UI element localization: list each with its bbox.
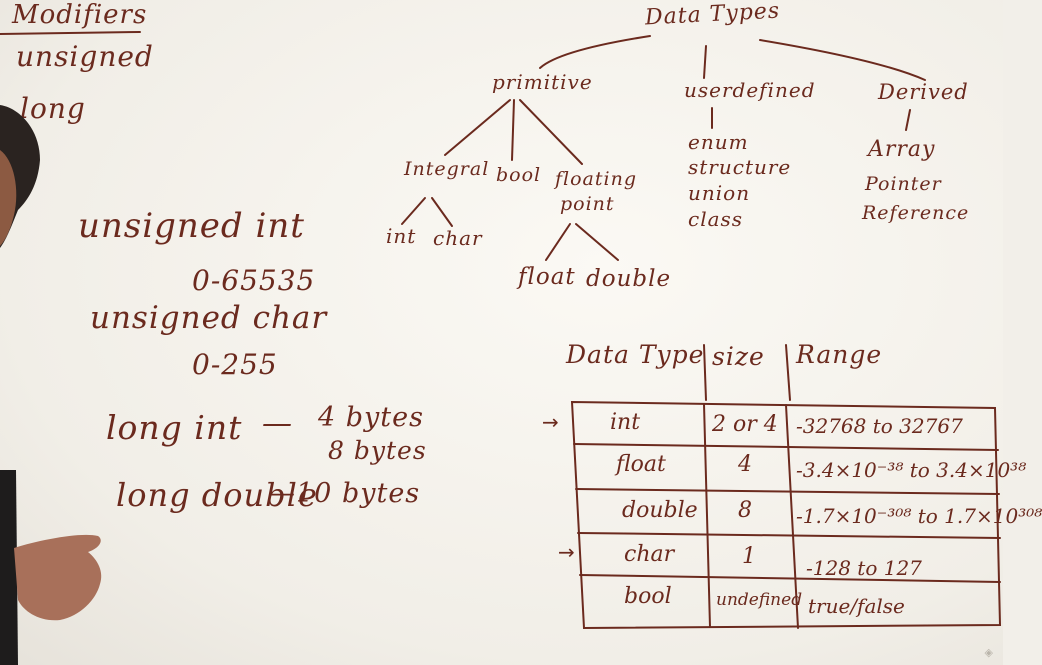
table-cell-size: 4 <box>738 452 752 477</box>
table-header-datatype: Data Type <box>566 340 705 369</box>
note-unsigned-char: unsigned char <box>90 300 328 336</box>
note-long-int-size-a: 4 bytes <box>318 402 424 433</box>
presenter-figure <box>0 105 102 665</box>
primitive-to-floating-line <box>519 99 583 165</box>
row-arrow-icon: → <box>542 410 559 434</box>
table-header-range: Range <box>796 340 883 369</box>
table-cell-size: 8 <box>738 498 752 523</box>
note-unsigned-int-range: 0-65535 <box>192 264 316 297</box>
modifiers-underline <box>0 31 141 35</box>
tree-floating-label: floating <box>555 168 637 190</box>
table-header-size: size <box>712 342 765 371</box>
note-long-double-size: —10 bytes <box>268 478 421 509</box>
root-to-userdefined-line <box>703 45 707 79</box>
primitive-to-integral-line <box>444 99 511 156</box>
modifier-item: unsigned <box>16 40 154 73</box>
tree-integral-label: Integral <box>404 158 490 180</box>
table-col-sep-2 <box>785 404 799 629</box>
primitive-to-bool-line <box>511 99 515 161</box>
table-header-sep-1 <box>703 344 707 401</box>
note-unsigned-char-range: 0-255 <box>192 348 278 381</box>
integral-to-char-line <box>431 197 453 227</box>
table-cell-range: -3.4×10⁻³⁸ to 3.4×10³⁸ <box>796 458 1027 482</box>
table-cell-size: 1 <box>742 544 756 569</box>
table-cell-size: 2 or 4 <box>712 412 778 437</box>
note-long-int-size-b: 8 bytes <box>328 436 427 465</box>
table-row-sep-3 <box>577 532 1001 539</box>
tree-userdefined-item: structure <box>688 155 792 179</box>
modifier-item: long <box>20 92 86 125</box>
floating-to-double-line <box>575 223 619 261</box>
tree-userdefined-item: enum <box>688 130 749 154</box>
tree-float-label: float <box>518 264 576 290</box>
table-cell-type: char <box>624 542 675 567</box>
tree-derived-item: Reference <box>862 202 970 224</box>
table-row-sep-2 <box>575 488 1000 495</box>
table-border <box>570 400 1002 630</box>
tree-char-label: char <box>433 226 483 250</box>
table-cell-type: double <box>622 498 698 523</box>
integral-to-int-line <box>401 197 426 225</box>
floating-to-float-line <box>545 223 571 261</box>
tree-double-label: double <box>586 266 672 292</box>
tree-primitive-label: primitive <box>492 70 593 94</box>
modifiers-heading: Modifiers <box>12 0 148 30</box>
whiteboard-drawing <box>0 31 1002 630</box>
table-row-sep-4 <box>579 574 1001 583</box>
tree-userdefined-label: userdefined <box>684 78 816 102</box>
table-cell-type: bool <box>624 584 672 609</box>
row-arrow-icon: → <box>558 540 575 564</box>
note-long-double: long double <box>116 476 318 514</box>
presenter-body <box>0 470 18 665</box>
tree-userdefined-item: union <box>688 181 751 205</box>
root-to-primitive-line <box>539 35 651 69</box>
tree-derived-item: Array <box>868 137 936 162</box>
table-cell-type: int <box>610 410 641 435</box>
table-cell-range: -1.7×10⁻³⁰⁸ to 1.7×10³⁰⁸ <box>796 504 1042 528</box>
tree-point-label: point <box>560 193 615 215</box>
tree-derived-label: Derived <box>878 80 969 104</box>
root-to-derived-line <box>759 39 926 81</box>
table-header-sep-2 <box>785 344 791 401</box>
table-cell-range: -128 to 127 <box>806 556 922 580</box>
presenter-hand <box>14 534 102 621</box>
note-unsigned-int: unsigned int <box>78 206 305 246</box>
table-cell-size: undefined <box>716 590 803 610</box>
note-long-int: long int <box>106 408 243 447</box>
presenter-face <box>0 150 17 246</box>
table-col-sep-1 <box>703 403 711 628</box>
table-cell-range: true/false <box>808 594 905 618</box>
tree-derived-item: Pointer <box>865 173 942 195</box>
table-row-sep-1 <box>573 443 999 451</box>
table-cell-range: -32768 to 32767 <box>796 414 963 438</box>
tree-userdefined-item: class <box>688 207 744 231</box>
watermark-logo: ◈ <box>984 647 993 659</box>
derived-to-items-line <box>905 109 911 131</box>
tree-int-label: int <box>386 224 417 248</box>
tree-bool-label: bool <box>496 164 542 186</box>
table-cell-type: float <box>616 452 666 477</box>
note-dash: — <box>262 406 293 441</box>
